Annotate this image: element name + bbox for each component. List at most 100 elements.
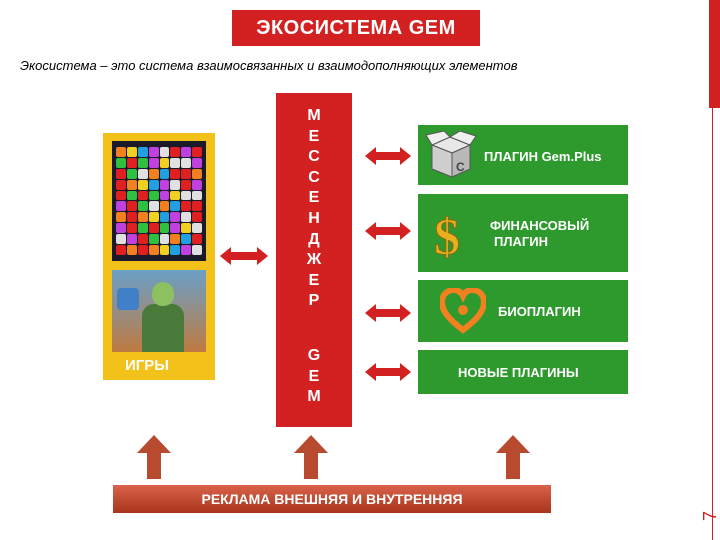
gem-tile xyxy=(137,201,148,212)
plugin-finance: $ ФИНАНСОВЫЙ ПЛАГИН xyxy=(418,194,628,272)
svg-text:$: $ xyxy=(434,209,460,262)
gem-tile xyxy=(170,201,181,212)
gem-tile xyxy=(159,245,170,255)
gem-tile xyxy=(170,147,181,157)
gem-tile xyxy=(159,168,170,179)
messenger-letter: С xyxy=(308,168,320,186)
gem-tile xyxy=(192,147,202,157)
up-arrow-icon xyxy=(496,435,530,479)
gem-tile xyxy=(126,157,137,168)
gem-tile xyxy=(116,190,126,201)
dollar-icon: $ xyxy=(434,209,461,263)
gem-tile xyxy=(126,168,137,179)
plugin-gemplus: С ПЛАГИН Gem.Plus xyxy=(418,125,628,185)
messenger-letter: Н xyxy=(308,209,320,227)
plugin-label: БИОПЛАГИН xyxy=(498,304,581,319)
double-arrow-icon xyxy=(365,363,411,381)
gem-tile xyxy=(116,179,126,190)
gem-tile xyxy=(181,190,192,201)
gem-tile xyxy=(116,234,126,245)
gem-tile xyxy=(126,234,137,245)
gem-tile xyxy=(181,168,192,179)
gem-tile xyxy=(137,179,148,190)
gem-tile xyxy=(126,201,137,212)
messenger-letter: Д xyxy=(308,230,320,248)
gem-tile xyxy=(170,223,181,234)
gem-tile xyxy=(148,168,159,179)
gem-tile xyxy=(170,245,181,255)
gem-tile xyxy=(159,147,170,157)
gem-letters: G E M xyxy=(276,346,352,408)
messenger-letter: Ж xyxy=(306,251,322,269)
gem-tile xyxy=(159,223,170,234)
gem-grid xyxy=(116,147,202,255)
plugin-label: ПЛАГИН xyxy=(494,234,548,249)
gem-tile xyxy=(137,168,148,179)
messenger-letter: С xyxy=(308,148,320,166)
slide-subtitle: Экосистема – это система взаимосвязанных… xyxy=(20,58,518,73)
messenger-letter: Е xyxy=(308,189,320,207)
advertising-bar: РЕКЛАМА ВНЕШНЯЯ И ВНУТРЕННЯЯ xyxy=(113,485,551,513)
glasses-icon xyxy=(117,288,139,310)
character-game-screenshot xyxy=(112,270,206,352)
double-arrow-icon xyxy=(365,147,411,165)
gem-tile xyxy=(126,223,137,234)
plugin-new: НОВЫЕ ПЛАГИНЫ xyxy=(418,350,628,394)
gem-tile xyxy=(116,168,126,179)
gem-tile xyxy=(137,147,148,157)
plugin-label: ФИНАНСОВЫЙ xyxy=(490,218,590,233)
gem-tile xyxy=(192,168,202,179)
gem-tile xyxy=(148,234,159,245)
gem-tile xyxy=(159,190,170,201)
gem-tile xyxy=(192,190,202,201)
gem-tile xyxy=(170,168,181,179)
gem-tile xyxy=(192,157,202,168)
gem-tile xyxy=(181,179,192,190)
gem-tile xyxy=(181,245,192,255)
gem-tile xyxy=(148,179,159,190)
gem-tile xyxy=(116,212,126,223)
plugin-label: ПЛАГИН Gem.Plus xyxy=(484,149,602,164)
gem-tile xyxy=(170,157,181,168)
gem-tile xyxy=(170,212,181,223)
gem-tile xyxy=(159,201,170,212)
up-arrow-icon xyxy=(294,435,328,479)
gem-tile xyxy=(159,234,170,245)
gem-tile xyxy=(192,234,202,245)
gem-tile xyxy=(137,190,148,201)
gem-tile xyxy=(148,212,159,223)
gem-tile xyxy=(126,190,137,201)
slide-title: ЭКОСИСТЕМА GEM xyxy=(232,10,480,46)
gem-letter: M xyxy=(307,388,321,406)
gem-tile xyxy=(116,157,126,168)
gem-tile xyxy=(159,179,170,190)
double-arrow-icon xyxy=(365,304,411,322)
gem-tile xyxy=(181,223,192,234)
gem-tile xyxy=(192,201,202,212)
messenger-letters: М Е С С Е Н Д Ж Е Р xyxy=(276,106,352,312)
gem-tile xyxy=(181,201,192,212)
character-head xyxy=(152,282,174,306)
gem-tile xyxy=(126,245,137,255)
gem-game-screenshot xyxy=(112,141,206,261)
messenger-letter: Е xyxy=(308,271,320,289)
gem-tile xyxy=(137,212,148,223)
character-body xyxy=(142,304,184,352)
gem-tile xyxy=(181,147,192,157)
messenger-letter: М xyxy=(307,107,321,124)
gem-tile xyxy=(192,223,202,234)
gem-letter: G xyxy=(307,347,321,364)
gem-tile xyxy=(137,223,148,234)
gem-tile xyxy=(159,212,170,223)
gem-tile xyxy=(148,201,159,212)
gem-letter: E xyxy=(308,367,320,385)
gem-tile xyxy=(116,147,126,157)
gem-tile xyxy=(159,157,170,168)
games-label: ИГРЫ xyxy=(125,357,169,374)
messenger-letter: Р xyxy=(308,292,320,310)
gem-tile xyxy=(181,234,192,245)
gem-tile xyxy=(192,212,202,223)
up-arrow-icon xyxy=(137,435,171,479)
gem-tile xyxy=(137,234,148,245)
gem-tile xyxy=(148,147,159,157)
